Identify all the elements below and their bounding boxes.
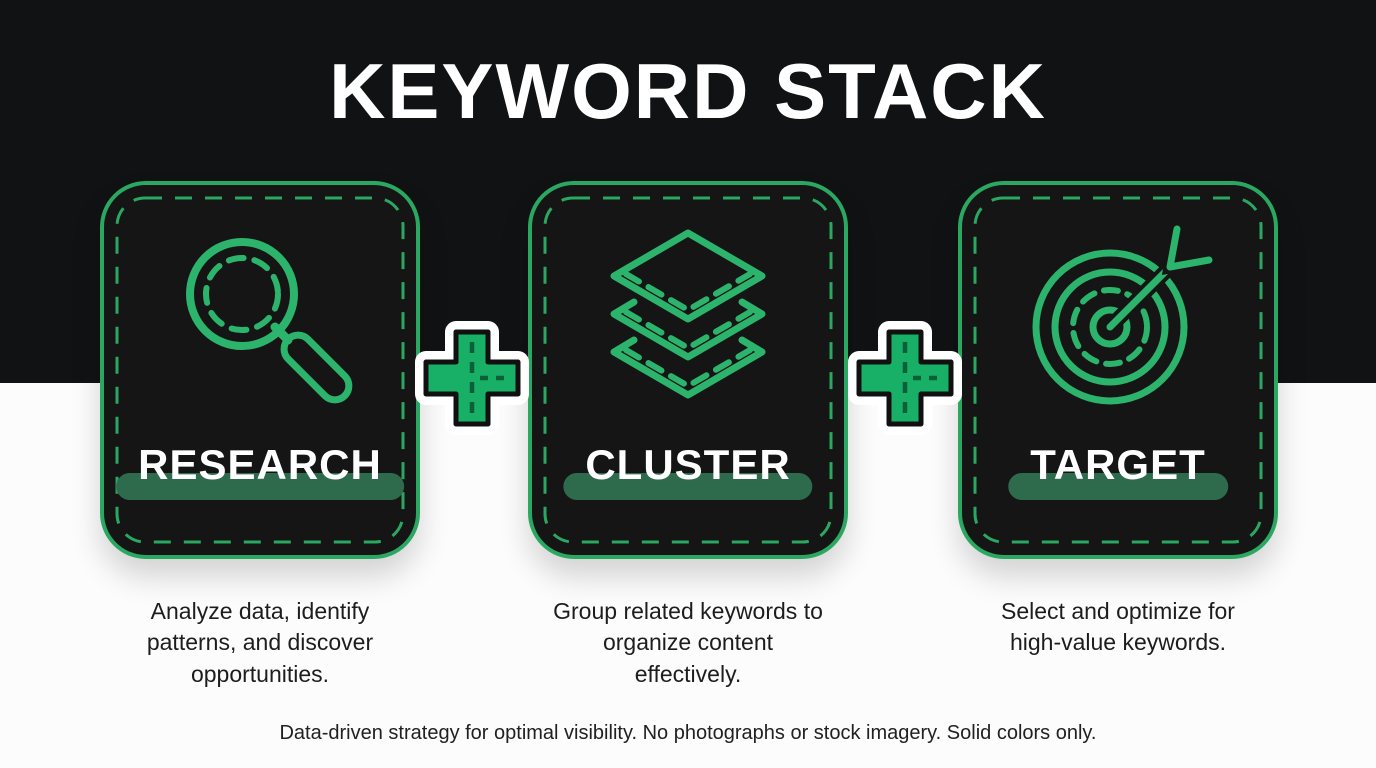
card-target: TARGET <box>958 181 1278 559</box>
label-highlight-pill <box>563 473 813 500</box>
card-research: RESEARCH <box>100 181 420 559</box>
card-dashed-border <box>543 196 833 544</box>
description-target: Select and optimize for high-value keywo… <box>1001 598 1235 656</box>
footer-caption: Data-driven strategy for optimal visibil… <box>279 722 1097 744</box>
plus-icon <box>845 318 965 438</box>
card-dashed-border <box>115 196 405 544</box>
card-dashed-border <box>973 196 1263 544</box>
card-label-cluster: CLUSTER <box>563 441 813 500</box>
description-cluster: Group related keywords to organize conte… <box>553 598 823 687</box>
layers-icon <box>588 219 788 419</box>
magnifier-icon <box>160 219 360 419</box>
description-research: Analyze data, identify patterns, and dis… <box>146 598 374 687</box>
label-highlight-pill <box>116 473 404 500</box>
card-label-research: RESEARCH <box>116 441 404 500</box>
card-cluster: CLUSTER <box>528 181 848 559</box>
label-highlight-pill <box>1008 473 1228 500</box>
target-icon <box>1018 219 1218 419</box>
plus-icon <box>412 318 532 438</box>
page-title: KEYWORD STACK <box>329 47 1047 135</box>
card-label-target: TARGET <box>1008 441 1228 500</box>
